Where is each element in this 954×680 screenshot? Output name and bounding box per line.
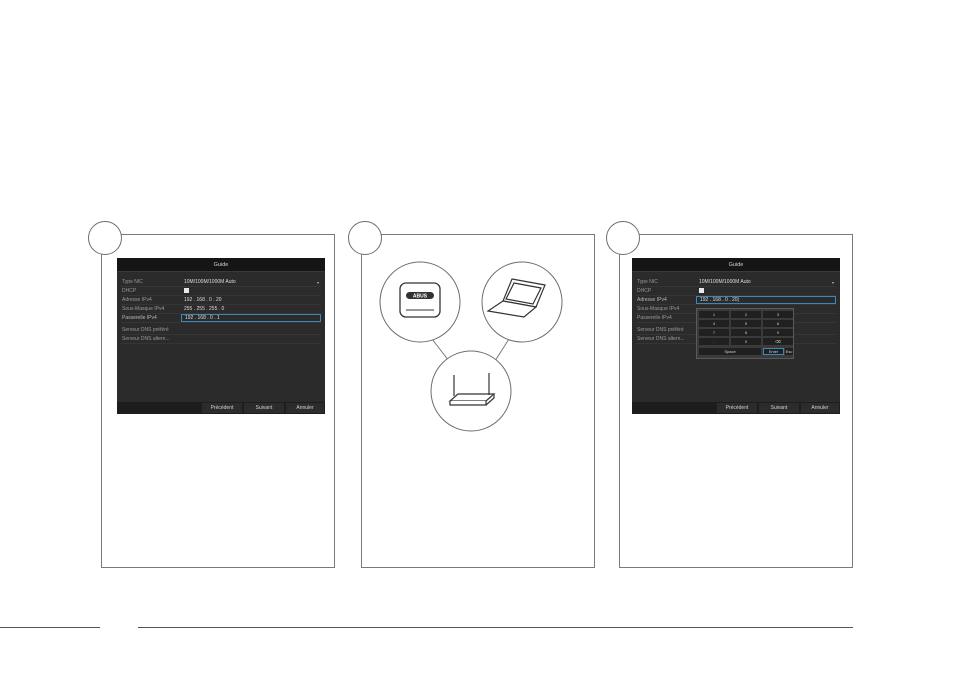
key-dot[interactable]: . xyxy=(699,338,729,345)
abus-logo: ABUS xyxy=(413,294,428,300)
footer-rule xyxy=(138,627,853,628)
step-panel-3: Guide Type NIC 10M/100M/1000M Auto▾ DHCP… xyxy=(606,221,853,568)
key-6[interactable]: 6 xyxy=(763,320,793,327)
network-connection-diagram: ABUS xyxy=(379,261,563,432)
key-7[interactable]: 7 xyxy=(699,329,729,336)
gateway-label: Passerelle IPv4 xyxy=(637,315,672,321)
gateway-input[interactable]: 192 . 168 . 0 . 1 xyxy=(181,314,321,322)
dns-alt-label: Serveur DNS altern... xyxy=(637,336,685,342)
ipv4-label: Adresse IPv4 xyxy=(122,297,152,303)
screen-title: Guide xyxy=(117,258,325,272)
type-nic-label: Type NIC xyxy=(637,279,658,285)
step-number-circle xyxy=(606,221,640,255)
step-number-circle xyxy=(348,221,382,255)
key-8[interactable]: 8 xyxy=(731,329,761,336)
network-form: Type NIC 10M/100M/1000M Auto▾ DHCP Adres… xyxy=(121,278,321,344)
key-2[interactable]: 2 xyxy=(731,311,761,318)
space-key[interactable]: Space xyxy=(699,348,761,355)
step-panel-2: ABUS xyxy=(348,221,595,568)
chevron-down-icon: ▾ xyxy=(831,280,834,285)
dhcp-checkbox[interactable] xyxy=(184,288,189,294)
dns-alt-label: Serveur DNS altern... xyxy=(122,336,170,342)
dhcp-row: DHCP xyxy=(121,287,321,296)
type-nic-label: Type NIC xyxy=(122,279,143,285)
key-0[interactable]: 0 xyxy=(731,338,761,345)
backspace-icon[interactable]: ⌫ xyxy=(763,338,793,345)
gateway-row: Passerelle IPv4 192 . 168 . 0 . 1 xyxy=(121,314,321,323)
screen-footer: Précédent Suivant Annuler xyxy=(117,402,325,414)
dns-alt-input[interactable] xyxy=(181,335,321,343)
network-settings-screen-keypad: Guide Type NIC 10M/100M/1000M Auto▾ DHCP… xyxy=(632,258,840,414)
esc-key[interactable]: Esc xyxy=(785,348,793,355)
chevron-down-icon: ▾ xyxy=(316,280,319,285)
laptop-icon xyxy=(486,278,546,318)
screen-footer: Précédent Suivant Annuler xyxy=(632,402,840,414)
network-settings-screen: Guide Type NIC 10M/100M/1000M Auto▾ DHCP… xyxy=(117,258,325,414)
ipv4-row: Adresse IPv4 192 . 168 . 0 . 20 xyxy=(121,296,321,305)
step-number-circle xyxy=(88,221,122,255)
type-nic-select[interactable]: 10M/100M/1000M Auto▾ xyxy=(699,279,834,285)
gateway-label: Passerelle IPv4 xyxy=(122,315,157,321)
key-3[interactable]: 3 xyxy=(763,311,793,318)
mask-label: Sous-Masque IPv4 xyxy=(122,306,165,312)
connection-line xyxy=(431,338,450,362)
mask-row: Sous-Masque IPv4 255 . 255 . 255 . 0 xyxy=(121,305,321,314)
dhcp-label: DHCP xyxy=(122,288,137,294)
numeric-keypad: 1 2 3 4 5 6 7 8 9 . 0 ⌫ Space Enter Esc xyxy=(696,308,794,359)
previous-button[interactable]: Précédent xyxy=(717,403,757,413)
footer-rule-left xyxy=(0,627,100,628)
screen-title: Guide xyxy=(632,258,840,272)
key-4[interactable]: 4 xyxy=(699,320,729,327)
router-icon xyxy=(448,373,496,406)
dhcp-checkbox[interactable] xyxy=(699,288,704,294)
router-circle xyxy=(430,350,512,432)
type-nic-row[interactable]: Type NIC 10M/100M/1000M Auto▾ xyxy=(636,278,836,287)
key-1[interactable]: 1 xyxy=(699,311,729,318)
dhcp-label: DHCP xyxy=(637,288,652,294)
dns-pref-input[interactable] xyxy=(181,326,321,334)
dhcp-row: DHCP xyxy=(636,287,836,296)
ipv4-input[interactable]: 192 . 168 . 0 . 20 xyxy=(184,297,222,303)
recorder-icon: ABUS xyxy=(399,282,441,318)
dns-pref-row: Serveur DNS préféré xyxy=(121,326,321,335)
mask-input[interactable]: 255 . 255 . 255 . 0 xyxy=(184,306,225,312)
cancel-button[interactable]: Annuler xyxy=(286,403,324,413)
ipv4-input[interactable]: 192 . 168 . 0 . 20| xyxy=(696,296,836,304)
previous-button[interactable]: Précédent xyxy=(202,403,242,413)
type-nic-row[interactable]: Type NIC 10M/100M/1000M Auto▾ xyxy=(121,278,321,287)
cancel-button[interactable]: Annuler xyxy=(801,403,839,413)
key-9[interactable]: 9 xyxy=(763,329,793,336)
ipv4-label: Adresse IPv4 xyxy=(637,297,667,303)
dns-pref-label: Serveur DNS préféré xyxy=(122,327,169,333)
next-button[interactable]: Suivant xyxy=(759,403,799,413)
next-button[interactable]: Suivant xyxy=(244,403,284,413)
ipv4-row: Adresse IPv4 192 . 168 . 0 . 20| xyxy=(636,296,836,305)
dns-pref-label: Serveur DNS préféré xyxy=(637,327,684,333)
step-panel-1: Guide Type NIC 10M/100M/1000M Auto▾ DHCP… xyxy=(88,221,335,568)
type-nic-select[interactable]: 10M/100M/1000M Auto▾ xyxy=(184,279,319,285)
dns-alt-row: Serveur DNS altern... xyxy=(121,335,321,344)
key-5[interactable]: 5 xyxy=(731,320,761,327)
mask-label: Sous-Masque IPv4 xyxy=(637,306,680,312)
connection-line xyxy=(494,338,510,362)
enter-key[interactable]: Enter xyxy=(763,348,784,355)
